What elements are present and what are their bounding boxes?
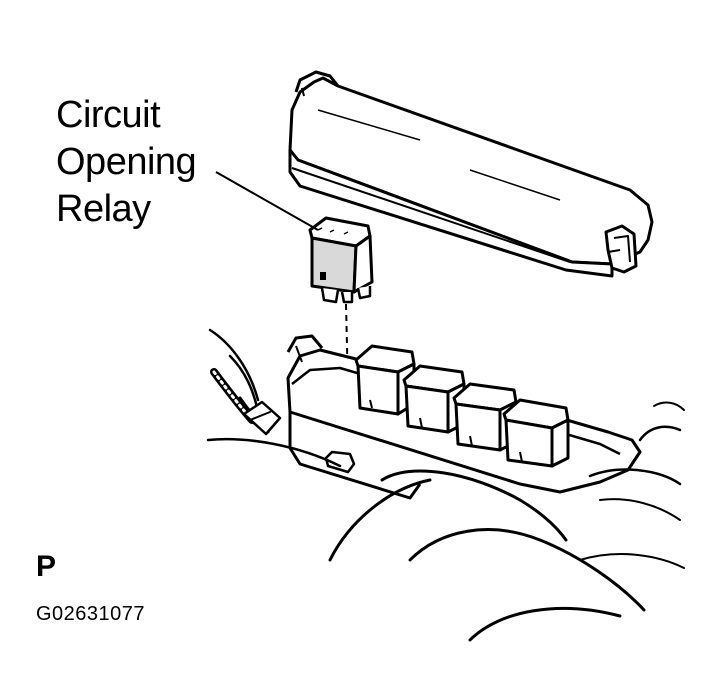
circuit-opening-relay (308, 216, 374, 304)
relay-box-cover (288, 70, 654, 278)
installed-relays (354, 344, 570, 468)
wiring-harness (208, 328, 282, 436)
installed-relay-3 (452, 382, 518, 452)
callout-line-1: Circuit (56, 94, 161, 136)
callout-line-3: Relay (56, 188, 151, 230)
engine-bay-surroundings (206, 401, 685, 642)
callout-line-2: Opening (56, 141, 197, 183)
installed-relay-1 (354, 344, 416, 416)
figure-code: G02631077 (36, 603, 146, 625)
installed-relay-4 (502, 398, 570, 468)
callout-label-circuit-opening-relay: Circuit Opening Relay (56, 92, 197, 233)
view-letter: P (36, 550, 57, 583)
